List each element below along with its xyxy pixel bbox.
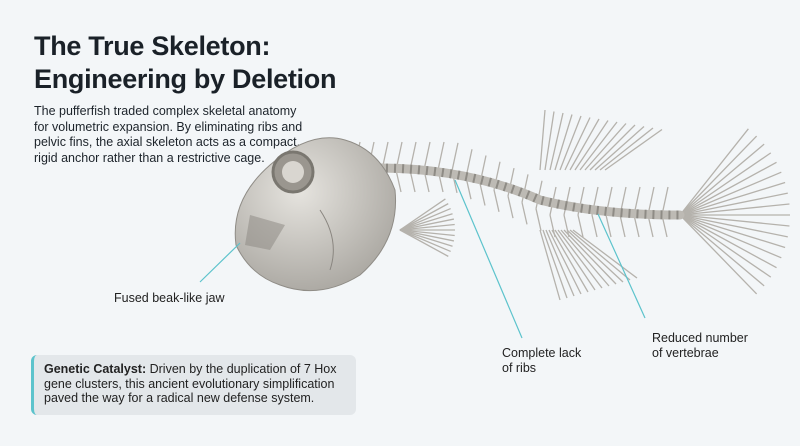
dorsal-fin-ray bbox=[579, 121, 618, 171]
genetic-catalyst-callout: Genetic Catalyst: Driven by the duplicat… bbox=[31, 355, 356, 415]
pectoral-fin-ray bbox=[399, 229, 453, 247]
label-vertebrae-line-2: of vertebrae bbox=[652, 345, 719, 360]
tail-fin-ray bbox=[679, 214, 782, 259]
tail-fin-ray bbox=[679, 214, 772, 278]
anal-fin-ray bbox=[548, 229, 582, 295]
anal-fin-ray bbox=[563, 229, 617, 285]
haemal-spine bbox=[521, 202, 528, 225]
pectoral-fin-ray bbox=[399, 229, 455, 237]
tail-fin-ray bbox=[679, 135, 758, 216]
tail-fin-ray bbox=[679, 214, 786, 249]
callout-body: Driven by the duplication of 7 Hox gene … bbox=[44, 362, 337, 405]
haemal-spine bbox=[479, 183, 486, 206]
pectoral-fin-ray bbox=[399, 229, 451, 253]
dorsal-fin-ray bbox=[599, 127, 654, 171]
ribs-leader-line bbox=[454, 179, 523, 339]
callout-heading: Genetic Catalyst: bbox=[44, 362, 147, 376]
page-title: The True Skeleton: Engineering by Deleti… bbox=[34, 30, 336, 96]
dorsal-fin-ray bbox=[569, 118, 600, 171]
neural-spine bbox=[437, 141, 445, 171]
tail-fin-ray bbox=[679, 214, 790, 227]
anal-fin-ray bbox=[566, 229, 624, 283]
anal-fin-ray bbox=[572, 229, 638, 279]
haemal-spine bbox=[395, 169, 402, 193]
dorsal-fin-ray bbox=[549, 112, 564, 171]
tail-fin-ray bbox=[679, 203, 790, 216]
haemal-spine bbox=[507, 195, 514, 219]
dorsal-fin-ray bbox=[544, 111, 555, 171]
haemal-spine bbox=[591, 214, 598, 238]
pectoral-fin-ray bbox=[399, 213, 453, 231]
tail-fin-ray bbox=[679, 214, 765, 287]
haemal-spine bbox=[619, 214, 626, 238]
anal-fin-ray bbox=[551, 229, 589, 293]
pectoral-fin-ray bbox=[399, 203, 449, 231]
dorsal-fin-ray bbox=[554, 114, 573, 171]
title-line-1: The True Skeleton: bbox=[34, 31, 271, 61]
tail-fin-ray bbox=[679, 214, 777, 269]
dorsal-fin-ray bbox=[559, 115, 582, 171]
neural-spine bbox=[423, 141, 431, 171]
dorsal-fin-ray bbox=[574, 120, 609, 171]
anal-fin-ray bbox=[539, 229, 561, 301]
dorsal-fin-ray bbox=[564, 117, 591, 171]
pectoral-fin-ray bbox=[399, 223, 455, 231]
neural-spine bbox=[563, 186, 571, 216]
anal-fin-ray bbox=[554, 229, 596, 291]
jaw-leader-line bbox=[199, 242, 241, 283]
neural-spine bbox=[451, 142, 459, 172]
pectoral-fin-ray bbox=[399, 229, 455, 242]
anal-fin-ray bbox=[560, 229, 610, 287]
tail-fin-ray bbox=[679, 152, 772, 216]
pectoral-fin-ray bbox=[399, 218, 455, 231]
label-lack-of-ribs: Complete lack of ribs bbox=[502, 346, 581, 375]
dorsal-fin-ray bbox=[604, 128, 663, 171]
anal-fin-ray bbox=[545, 229, 575, 297]
dorsal-fin-ray bbox=[589, 124, 636, 171]
haemal-spine bbox=[549, 214, 556, 238]
tail-fin-ray bbox=[679, 161, 777, 216]
haemal-spine bbox=[605, 214, 612, 238]
haemal-spine bbox=[633, 214, 640, 238]
anal-fin-ray bbox=[569, 229, 631, 281]
pectoral-fin-ray bbox=[399, 229, 449, 257]
tail-fin-ray bbox=[679, 181, 786, 216]
haemal-spine bbox=[563, 214, 570, 238]
tail-fin-ray bbox=[679, 192, 788, 216]
haemal-spine bbox=[493, 189, 500, 212]
vertebrae-leader-line bbox=[597, 213, 646, 319]
tail-fin-ray bbox=[679, 214, 758, 295]
title-line-2: Engineering by Deletion bbox=[34, 64, 337, 94]
tail-fin-ray bbox=[679, 171, 782, 216]
pectoral-fin-ray bbox=[399, 198, 446, 231]
dorsal-fin-ray bbox=[539, 109, 546, 171]
haemal-spine bbox=[577, 214, 584, 238]
tail-fin-ray bbox=[679, 128, 749, 216]
label-reduced-vertebrae: Reduced number of vertebrae bbox=[652, 331, 748, 360]
pectoral-fin-ray bbox=[399, 207, 451, 231]
tail-fin-ray bbox=[679, 214, 788, 238]
haemal-spine bbox=[535, 208, 542, 231]
label-fused-jaw: Fused beak-like jaw bbox=[114, 291, 225, 305]
tail-fin-ray bbox=[679, 143, 765, 216]
dorsal-fin-ray bbox=[594, 126, 645, 171]
dorsal-fin-ray bbox=[584, 123, 627, 171]
label-vertebrae-line-1: Reduced number bbox=[652, 331, 748, 345]
label-ribs-line-2: of ribs bbox=[502, 360, 537, 375]
intro-paragraph: The pufferfish traded complex skeletal a… bbox=[34, 104, 303, 165]
anal-fin-ray bbox=[557, 229, 603, 289]
label-ribs-line-1: Complete lack bbox=[502, 346, 582, 360]
anal-fin-ray bbox=[542, 229, 568, 299]
